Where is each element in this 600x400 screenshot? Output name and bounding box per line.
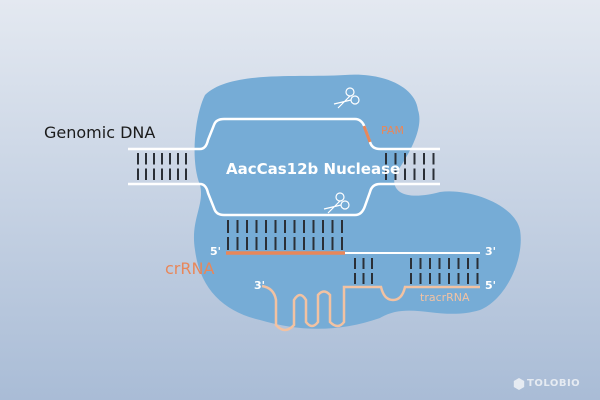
tracrrna-strand [261,284,480,332]
tolobio-logo-icon [513,378,525,390]
three-prime-label: 3' [485,245,497,258]
tolobio-logo: TOLOBIO [527,378,581,389]
base-pairs [137,153,479,284]
five-prime-label: 5' [210,245,222,258]
crrna-label: crRNA [165,259,215,278]
five-prime-label: 5' [485,279,497,292]
genomic-dna-strands [128,117,440,217]
tracrrna-label: tracrRNA [420,291,470,304]
three-prime-label: 3' [254,279,266,292]
pam-segment [362,125,372,143]
pam-label: PAM [381,124,404,137]
scissors-icon [333,87,360,109]
nuclease-label: AacCas12b Nuclease [226,160,401,178]
genomic-dna-label: Genomic DNA [44,123,156,142]
scissors-icon [323,192,350,214]
nuclease-blob [193,74,521,329]
